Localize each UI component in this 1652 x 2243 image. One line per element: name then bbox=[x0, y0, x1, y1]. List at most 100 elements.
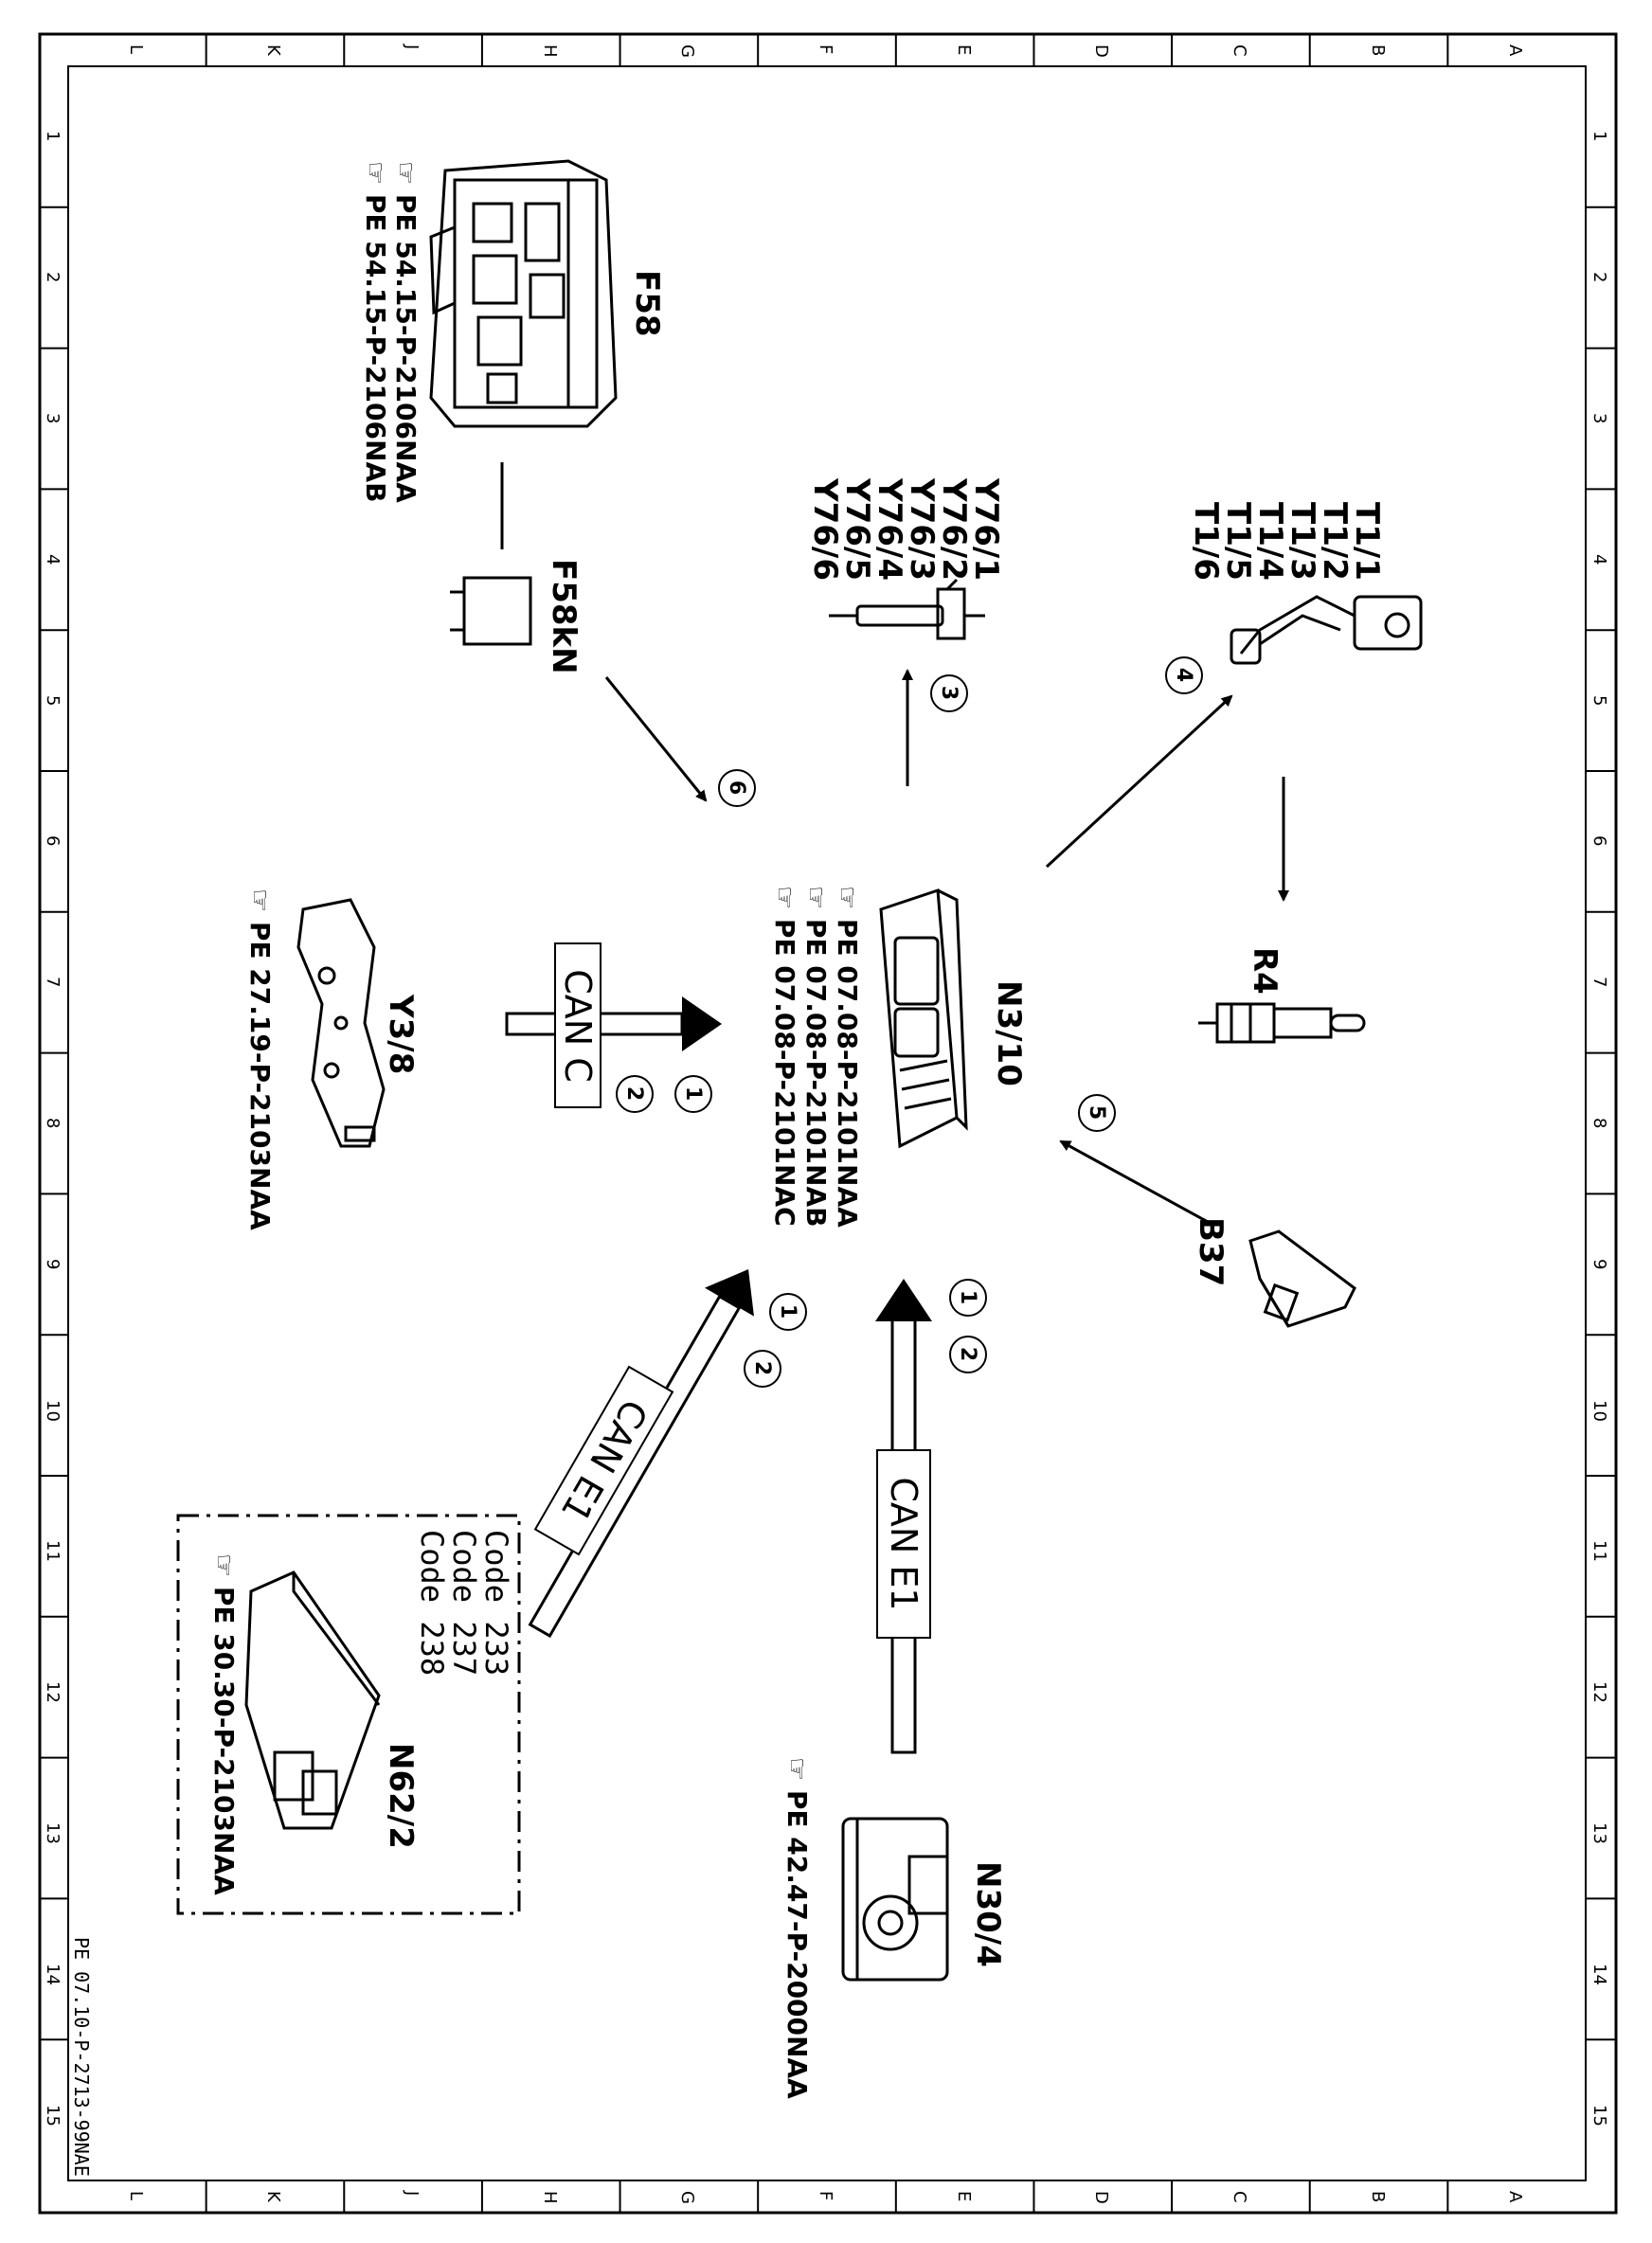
y76-2-label: Y76/2 bbox=[935, 478, 973, 582]
grid-row-label: 11 bbox=[1589, 1540, 1609, 1563]
grid-row-label: 2 bbox=[1589, 272, 1609, 283]
t1-2-label: T1/2 bbox=[1316, 502, 1354, 581]
n62-2-ref: ☞ PE 30.30-P-2103NAA bbox=[208, 1553, 240, 1895]
n62-2-code-3: Code 238 bbox=[414, 1530, 450, 1677]
grid-column-label: L bbox=[125, 2191, 146, 2201]
grid-row-label: 9 bbox=[1589, 1258, 1609, 1270]
grid-row-label: 4 bbox=[43, 553, 63, 565]
y76-6-label: Y76/6 bbox=[806, 478, 844, 582]
n62-2-optional-equipment-box bbox=[176, 1514, 521, 1915]
t1-1-label: T1/1 bbox=[1348, 502, 1386, 581]
y76-injector-icon bbox=[829, 578, 985, 640]
drawing-reference: PE 07.10-P-2713-99NAE bbox=[70, 1937, 93, 2177]
f58-ref-2: ☞ PE 54.15-P-2106NAB bbox=[360, 161, 391, 503]
can-e1-bottom-bus-label: CAN E1 bbox=[876, 1449, 931, 1639]
f58kn-relay-icon bbox=[450, 576, 532, 646]
can-c-bus-arrow bbox=[505, 996, 722, 1051]
y3-8-valve-body-icon bbox=[296, 898, 386, 1148]
grid-row-label: 4 bbox=[1589, 553, 1609, 565]
grid-row-label: 12 bbox=[1589, 1681, 1609, 1704]
grid-row-label: 11 bbox=[43, 1540, 63, 1563]
n30-4-esp-unit-icon bbox=[841, 1817, 949, 1982]
grid-row-label: 12 bbox=[43, 1681, 63, 1704]
grid-row-label: 1 bbox=[43, 131, 63, 142]
grid-row-label: 15 bbox=[43, 2104, 63, 2126]
t1-4-label: T1/4 bbox=[1251, 502, 1289, 581]
marker-3: 3 bbox=[930, 674, 968, 712]
f58kn-label: F58kN bbox=[545, 559, 583, 674]
t1-3-label: T1/3 bbox=[1284, 502, 1321, 581]
grid-row-label: 8 bbox=[1589, 1118, 1609, 1129]
marker-5: 5 bbox=[1078, 1094, 1116, 1132]
grid-row-label: 14 bbox=[43, 1963, 63, 1985]
grid-column-label: D bbox=[1091, 45, 1112, 58]
t1-6-label: T1/6 bbox=[1187, 502, 1225, 581]
grid-column-label: E bbox=[953, 45, 974, 56]
t1-5-label: T1/5 bbox=[1219, 502, 1257, 581]
marker-2-can-c: 2 bbox=[616, 1075, 654, 1113]
b37-label: B37 bbox=[1192, 1217, 1230, 1287]
grid-column-label: C bbox=[1229, 45, 1249, 57]
n3-10-engine-control-unit-icon bbox=[879, 888, 968, 1149]
grid-column-label: J bbox=[402, 2191, 422, 2197]
n62-2-label: N62/2 bbox=[382, 1743, 420, 1849]
n30-4-label: N30/4 bbox=[969, 1861, 1007, 1967]
n3-10-ref-2: ☞ PE 07.08-P-2101NAB bbox=[800, 886, 832, 1228]
n62-2-code-2: Code 237 bbox=[446, 1530, 482, 1677]
grid-row-label: 6 bbox=[43, 835, 63, 847]
grid-row-label: 7 bbox=[1589, 977, 1609, 988]
marker-1-can-e1-left: 1 bbox=[769, 1293, 807, 1331]
grid-row-label: 5 bbox=[43, 694, 63, 707]
grid-column-label: H bbox=[539, 2191, 560, 2204]
y3-8-ref: ☞ PE 27.19-P-2103NAA bbox=[244, 888, 276, 1230]
n3-10-ref-3: ☞ PE 07.08-P-2101NAC bbox=[769, 886, 800, 1227]
can-e1-left-bus-arrow bbox=[528, 1269, 754, 1639]
grid-row-label: 13 bbox=[1589, 1822, 1609, 1844]
y76-3-label: Y76/3 bbox=[903, 478, 941, 582]
f58-fuse-relay-box-icon bbox=[429, 159, 618, 428]
grid-row-label: 8 bbox=[43, 1118, 63, 1129]
drawing-frame bbox=[38, 32, 1618, 2215]
grid-column-label: K bbox=[263, 2191, 284, 2202]
n62-2-control-module-icon bbox=[244, 1570, 381, 1830]
y3-8-label: Y3/8 bbox=[382, 995, 420, 1075]
arrow-4-n3-10-to-t1 bbox=[1045, 694, 1233, 869]
marker-1-can-e1-bottom: 1 bbox=[949, 1279, 987, 1317]
y76-4-label: Y76/4 bbox=[871, 478, 908, 582]
n62-2-code-1: Code 233 bbox=[478, 1530, 514, 1677]
grid-ticks bbox=[40, 34, 1616, 2213]
grid-row-label: 14 bbox=[1589, 1963, 1609, 1985]
grid-column-label: A bbox=[1505, 2191, 1526, 2203]
grid-row-label: 13 bbox=[43, 1822, 63, 1844]
grid-row-label: 3 bbox=[1589, 413, 1609, 424]
grid-column-label: D bbox=[1091, 2191, 1112, 2204]
marker-6: 6 bbox=[718, 769, 756, 807]
grid-column-label: L bbox=[125, 45, 146, 55]
grid-column-label: C bbox=[1229, 2191, 1249, 2203]
n3-10-ref-1: ☞ PE 07.08-P-2101NAA bbox=[832, 886, 863, 1228]
arrow-6-f58kn-to-n3-10 bbox=[604, 676, 708, 802]
marker-1-can-c: 1 bbox=[674, 1075, 712, 1113]
r4-spark-plug-icon bbox=[1198, 1002, 1366, 1044]
marker-4: 4 bbox=[1165, 656, 1203, 694]
grid-column-label: G bbox=[677, 2191, 698, 2204]
grid-column-label: K bbox=[263, 45, 284, 56]
grid-row-label: 3 bbox=[43, 413, 63, 424]
grid-row-label: 15 bbox=[1589, 2104, 1609, 2126]
r4-label: R4 bbox=[1246, 947, 1284, 995]
grid-column-label: B bbox=[1367, 2191, 1388, 2203]
marker-2-can-e1-left: 2 bbox=[744, 1350, 781, 1388]
signal-arrows bbox=[604, 669, 1289, 1224]
grid-column-label: E bbox=[953, 2191, 974, 2202]
grid-row-label: 10 bbox=[43, 1399, 63, 1422]
grid-column-label: H bbox=[539, 45, 560, 58]
grid-column-label: F bbox=[816, 45, 835, 55]
grid-row-label: 9 bbox=[43, 1258, 63, 1270]
t1-ignition-coil-icon bbox=[1230, 595, 1423, 665]
grid-row-label: 2 bbox=[43, 272, 63, 283]
grid-row-label: 6 bbox=[1589, 835, 1609, 847]
y76-1-label: Y76/1 bbox=[967, 478, 1005, 582]
grid-column-label: A bbox=[1505, 45, 1526, 57]
grid-column-label: F bbox=[816, 2191, 835, 2201]
